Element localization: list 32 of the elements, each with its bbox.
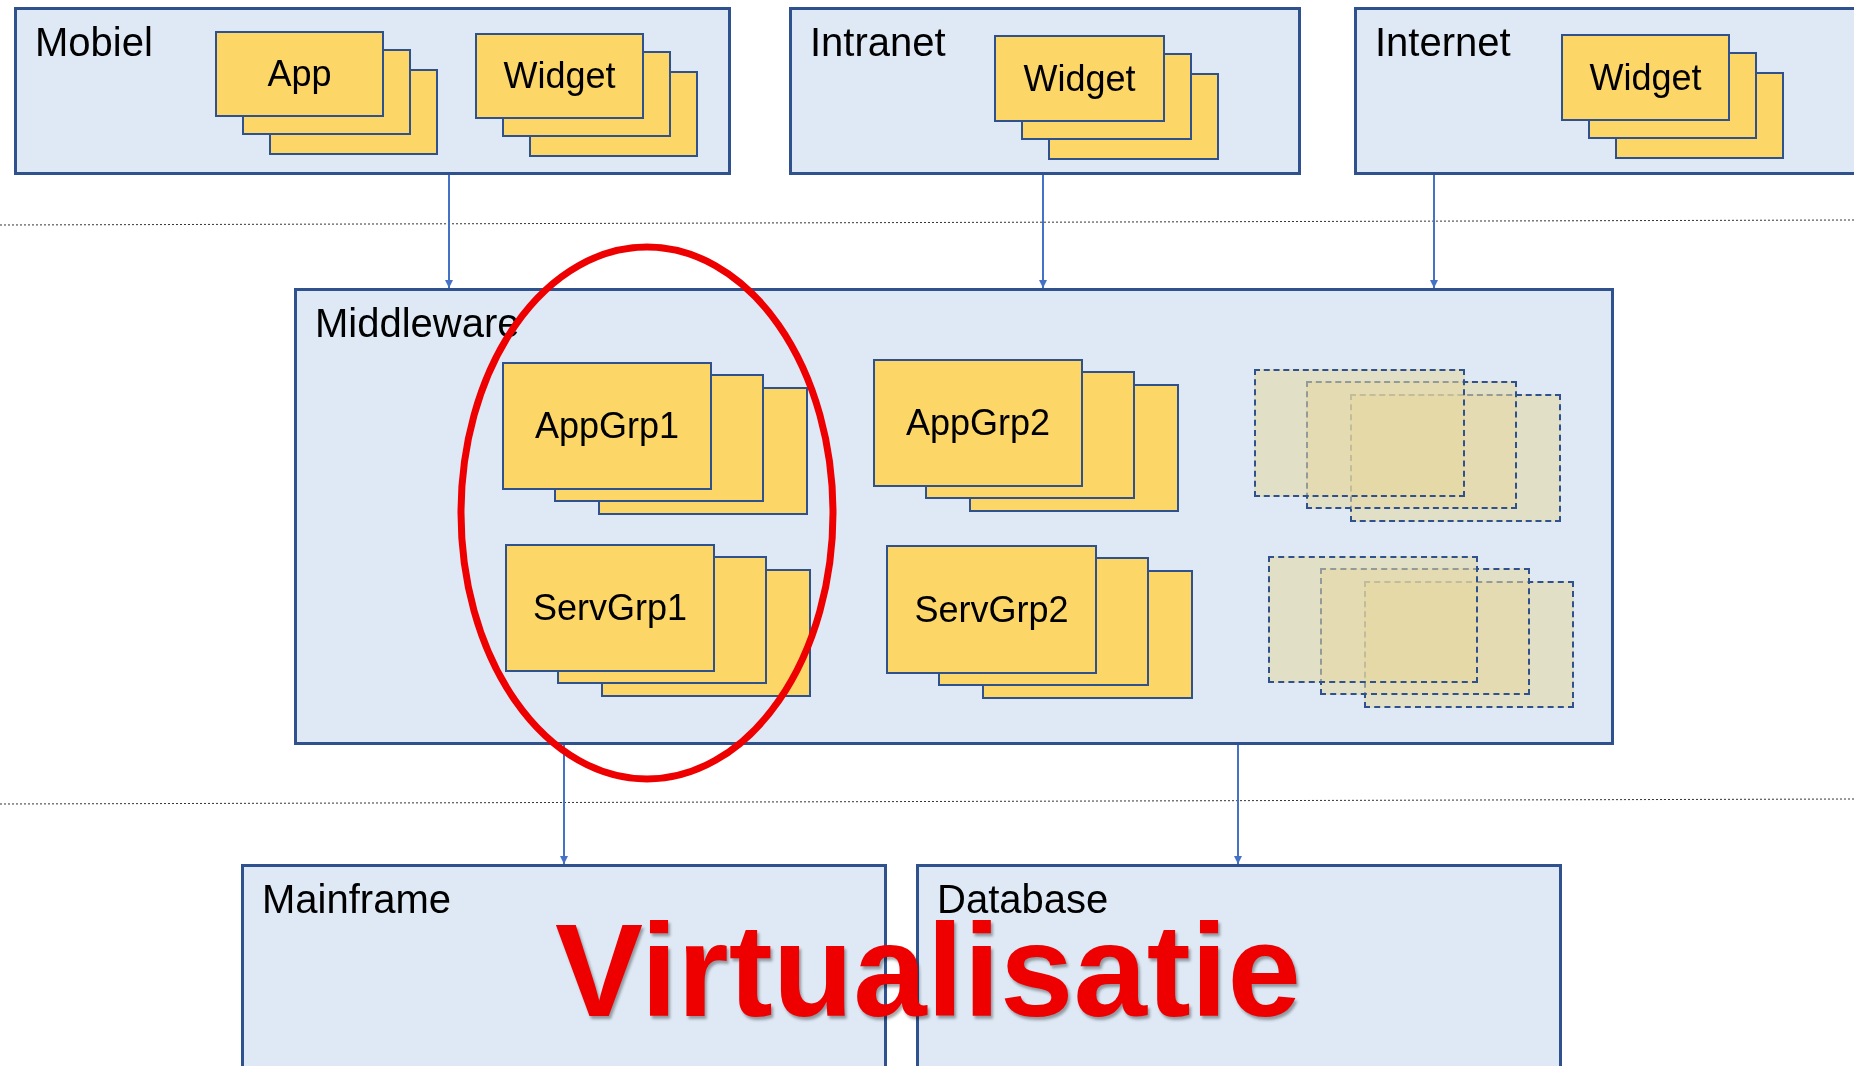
- card-label: AppGrp2: [905, 402, 1051, 444]
- card-stack: [502, 362, 808, 515]
- arrow: [1234, 744, 1242, 865]
- card-label: AppGrp1: [534, 405, 680, 447]
- card-label: Widget: [1023, 57, 1136, 100]
- dashed-card-stack: [1268, 556, 1574, 708]
- card-stack: [886, 545, 1193, 699]
- arrow: [560, 744, 568, 865]
- group-panel: [1354, 7, 1854, 175]
- card-label: Widget: [503, 55, 616, 97]
- card-label: ServGrp2: [914, 588, 1069, 631]
- card-stack: [475, 33, 698, 157]
- panel-title: Mainframe: [262, 877, 451, 922]
- arrow: [1430, 174, 1438, 289]
- arrow: [445, 174, 453, 289]
- arrow: [1039, 174, 1047, 289]
- card-stack: [215, 31, 438, 155]
- card-label: ServGrp1: [532, 587, 688, 629]
- card-stack: [873, 359, 1179, 512]
- card-stack: [1561, 34, 1784, 159]
- card-label: Widget: [1589, 56, 1702, 99]
- panel-title: Middleware: [315, 301, 520, 346]
- panel-title: Intranet: [810, 20, 946, 65]
- group-panel: [14, 7, 731, 175]
- panel-title: Internet: [1375, 20, 1511, 65]
- panel-title: Mobiel: [35, 20, 153, 65]
- group-panel: [789, 7, 1301, 175]
- group-panel: [294, 288, 1614, 745]
- card-stack: [505, 544, 811, 697]
- card-label: App: [267, 53, 332, 95]
- dashed-card-stack: [1254, 369, 1561, 522]
- card-stack: [994, 35, 1219, 160]
